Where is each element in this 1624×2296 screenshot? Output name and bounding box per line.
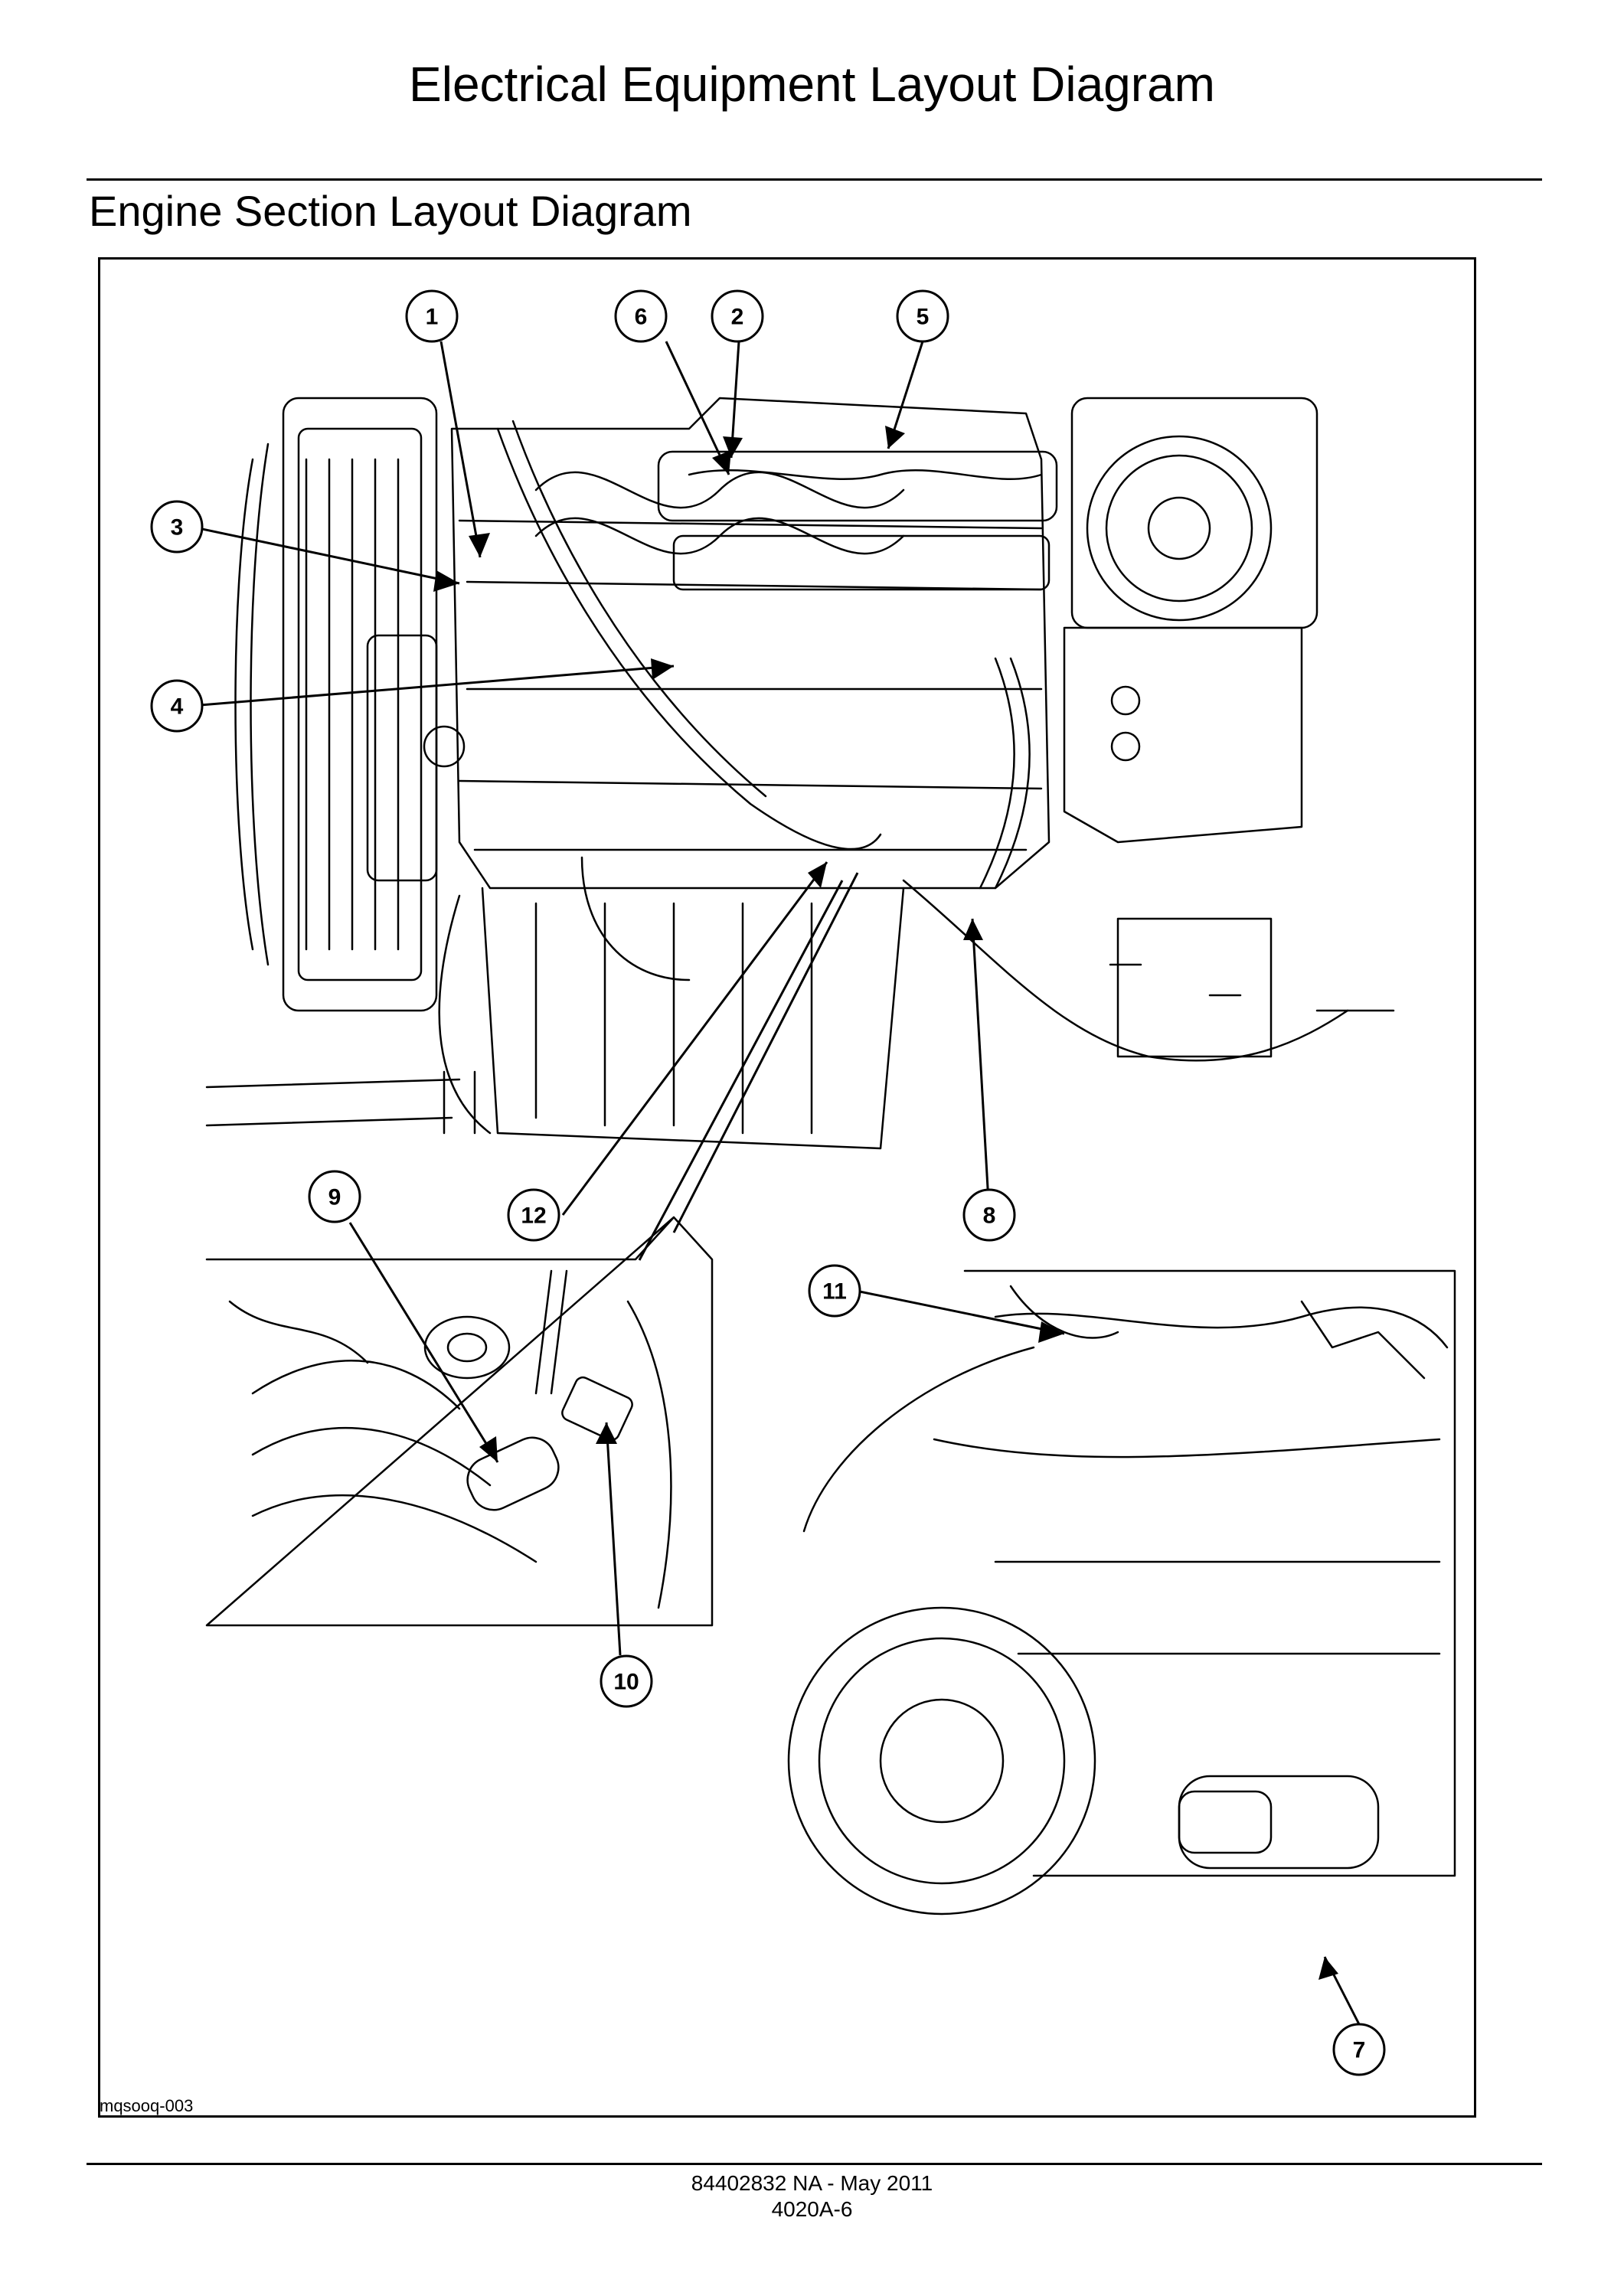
- callout-10-label: 10: [613, 1670, 639, 1695]
- callout-2: [711, 289, 764, 343]
- callout-2-label: 2: [731, 305, 744, 330]
- lower-right-view: [787, 1269, 1456, 1916]
- callout-10: [600, 1654, 653, 1708]
- callout-8: [962, 1188, 1016, 1242]
- footer-page-ref: 4020A-6: [771, 2197, 853, 2221]
- header-divider: [87, 178, 1542, 181]
- callout-arrowheads: [433, 426, 1338, 1980]
- callout-leaders: [191, 341, 1361, 2025]
- callout-6-label: 6: [635, 305, 648, 330]
- callout-12: [507, 1188, 560, 1242]
- callout-7-label: 7: [1353, 2038, 1366, 2063]
- callout-6: [614, 289, 668, 343]
- callout-3-label: 3: [171, 515, 184, 541]
- callout-9: [308, 1170, 361, 1223]
- callout-5: [896, 289, 949, 343]
- main-engine-drawing: [205, 397, 1395, 1150]
- section-title: Engine Section Layout Diagram: [89, 187, 692, 235]
- callout-12-label: 12: [521, 1204, 546, 1229]
- callout-4-label: 4: [171, 694, 184, 720]
- callout-4: [150, 679, 204, 733]
- callout-11-label: 11: [822, 1279, 847, 1305]
- callout-1: [405, 289, 459, 343]
- callout-3: [150, 500, 204, 554]
- figure-code: mqsooq-003: [100, 2096, 194, 2115]
- footer-doc-line: 84402832 NA - May 2011: [691, 2171, 933, 2195]
- callout-11: [808, 1264, 861, 1318]
- callout-8-label: 8: [983, 1204, 996, 1229]
- callout-9-label: 9: [328, 1185, 341, 1210]
- page-title: Electrical Equipment Layout Diagram: [409, 57, 1215, 112]
- callout-1-label: 1: [426, 305, 439, 330]
- callout-7: [1332, 2023, 1386, 2076]
- callout-5-label: 5: [917, 305, 930, 330]
- callout-circles: [150, 289, 1386, 2076]
- inset-fuel-filter: [205, 1216, 714, 1627]
- footer-divider: [87, 2163, 1542, 2165]
